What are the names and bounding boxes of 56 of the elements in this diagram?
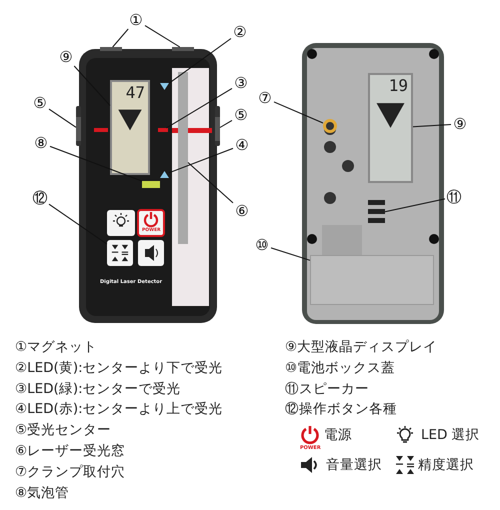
leader-line [384, 198, 446, 212]
leader-line [166, 88, 232, 128]
callout-number: ⑪ [446, 189, 462, 205]
description-text: ⑫操作ボタン各種 [285, 400, 397, 418]
callout-number: ⑩ [254, 237, 270, 253]
description-text: ⑪スピーカー [285, 380, 369, 398]
leader-line [112, 28, 129, 48]
magnet [172, 47, 194, 51]
precision-button [107, 240, 133, 266]
leader-line [144, 25, 180, 48]
callout-number: ⑨ [58, 49, 74, 65]
leader-line [168, 148, 234, 174]
description-text: ②LED(黄):センターより下で受光 [15, 358, 223, 377]
legend-text: 精度選択 [418, 456, 474, 474]
leader-line [50, 146, 142, 182]
lcd-display [110, 80, 150, 175]
callout-number: ② [232, 24, 248, 40]
leader-line [48, 204, 108, 245]
display-digits: 19 [388, 78, 408, 94]
legend-text: 電源 [324, 426, 352, 444]
description-text: ③LED(緑):センターで受光 [15, 380, 181, 398]
leader-line [220, 120, 232, 128]
description-text: ⑥レーザー受光窓 [15, 442, 126, 460]
lcd-display [368, 73, 413, 183]
led-indicator [158, 128, 168, 132]
magnet [100, 47, 122, 51]
description-text: ⑩電池ボックス蓋 [285, 358, 396, 377]
callout-number: ⑤ [233, 107, 249, 123]
receiving-center-mark [76, 117, 81, 141]
battery-cover [310, 255, 434, 305]
callout-number: ① [128, 12, 144, 28]
description-text: ⑦クランプ取付穴 [15, 462, 126, 481]
description-text: ⑨大型液晶ディスプレイ [285, 338, 438, 356]
callout-number: ⑧ [33, 135, 49, 151]
leader-line [188, 162, 234, 204]
laser-receiving-window [178, 72, 188, 244]
legend-text: LED 選択 [421, 426, 480, 444]
leader-line [48, 108, 76, 128]
callout-number: ⑥ [234, 203, 250, 219]
legend-text: 音量選択 [326, 456, 382, 474]
description-text: ④LED(赤):センターより上で受光 [15, 400, 223, 418]
callout-number: ⑦ [257, 90, 273, 106]
receiving-center-mark [215, 117, 220, 141]
callout-number: ④ [234, 137, 250, 153]
leader-line [270, 247, 310, 261]
leader-line [412, 124, 452, 128]
leader-line [274, 101, 324, 124]
bubble-vial [142, 181, 160, 188]
description-text: ①マグネット [15, 338, 98, 356]
callout-number: ③ [233, 75, 249, 91]
callout-number: ⑤ [32, 95, 48, 111]
callout-number: ⑨ [452, 116, 468, 132]
description-text: ⑧気泡管 [15, 484, 70, 502]
callout-number: ⑫ [32, 190, 48, 206]
description-text: ⑤受光センター [15, 421, 112, 440]
display-digits: 47 [126, 85, 145, 101]
